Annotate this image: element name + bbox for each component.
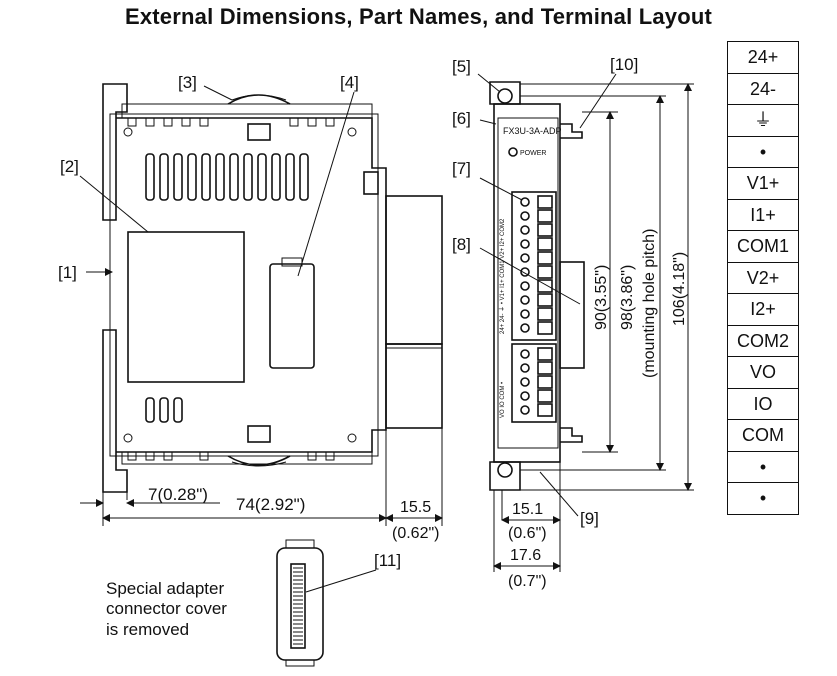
terminal-cell: • xyxy=(728,483,798,515)
dim-15-1-inch-label: (0.6") xyxy=(508,525,547,542)
terminal-cell: 24+ xyxy=(728,42,798,74)
lower-terminal-block xyxy=(520,347,553,417)
callout-2: [2] xyxy=(60,157,79,176)
terminal-cell: I2+ xyxy=(728,294,798,326)
terminal-cell: IO xyxy=(728,389,798,420)
dim-7-label: 7(0.28") xyxy=(148,485,208,504)
terminal-cell: V2+ xyxy=(728,263,798,294)
main-unit-front-view xyxy=(102,83,443,493)
callout-10: [10] xyxy=(610,55,638,74)
module-model-text: FX3U-3A-ADP xyxy=(503,126,562,136)
dim-74-label: 74(2.92") xyxy=(236,495,305,514)
callout-3: [3] xyxy=(178,73,197,92)
dim-15-5-label: 15.5 xyxy=(400,499,431,516)
dim-17-6-label: 17.6 xyxy=(510,547,541,564)
note-line-1: Special adapter xyxy=(106,579,224,598)
dim-98-label: 98(3.86") xyxy=(619,265,636,330)
terminal-cell: ⏚ xyxy=(728,105,798,137)
dim-15-5-inch-label: (0.62") xyxy=(392,525,439,542)
nameplate-area xyxy=(127,231,245,383)
page-title: External Dimensions, Part Names, and Ter… xyxy=(124,4,713,29)
power-led-label: POWER xyxy=(520,150,546,157)
terminal-cell: • xyxy=(728,137,798,168)
callout-4: [4] xyxy=(340,73,359,92)
dim-15-1-label: 15.1 xyxy=(512,501,543,518)
terminal-cell: I1+ xyxy=(728,200,798,231)
callout-1: [1] xyxy=(58,263,77,282)
connector-cover xyxy=(269,263,315,369)
dim-98-note: (mounting hole pitch) xyxy=(641,229,658,378)
terminal-cell: • xyxy=(728,452,798,483)
terminal-cell: COM2 xyxy=(728,326,798,357)
callout-7: [7] xyxy=(452,159,471,178)
dim-90-label: 90(3.55") xyxy=(593,265,610,330)
callout-5: [5] xyxy=(452,57,471,76)
callout-9: [9] xyxy=(580,509,599,528)
top-vents xyxy=(127,117,335,127)
side-slot-vents xyxy=(145,153,309,423)
callout-11: [11] xyxy=(374,551,401,570)
terminal-cell: 24- xyxy=(728,74,798,105)
terminal-cell: COM1 xyxy=(728,231,798,263)
upper-terminal-labels: 24+ 24- ⏚ • V1+ I1+ COM1 V2+ I2+ COM2 xyxy=(499,218,506,334)
connector-detail xyxy=(276,539,324,667)
note-line-3: is removed xyxy=(106,620,189,639)
adapter-side-view: FX3U-3A-ADP POWER xyxy=(489,81,585,491)
terminal-cell: V1+ xyxy=(728,168,798,200)
dim-17-6-inch-label: (0.7") xyxy=(508,573,547,590)
lower-terminal-labels: VO IO COM • xyxy=(500,382,506,418)
terminal-cell: VO xyxy=(728,357,798,389)
note-line-2: connector cover xyxy=(106,599,227,618)
upper-terminal-block xyxy=(520,195,553,335)
callout-8: [8] xyxy=(452,235,471,254)
terminal-cell: COM xyxy=(728,420,798,452)
dim-106-label: 106(4.18") xyxy=(671,252,688,326)
callout-6: [6] xyxy=(452,109,471,128)
